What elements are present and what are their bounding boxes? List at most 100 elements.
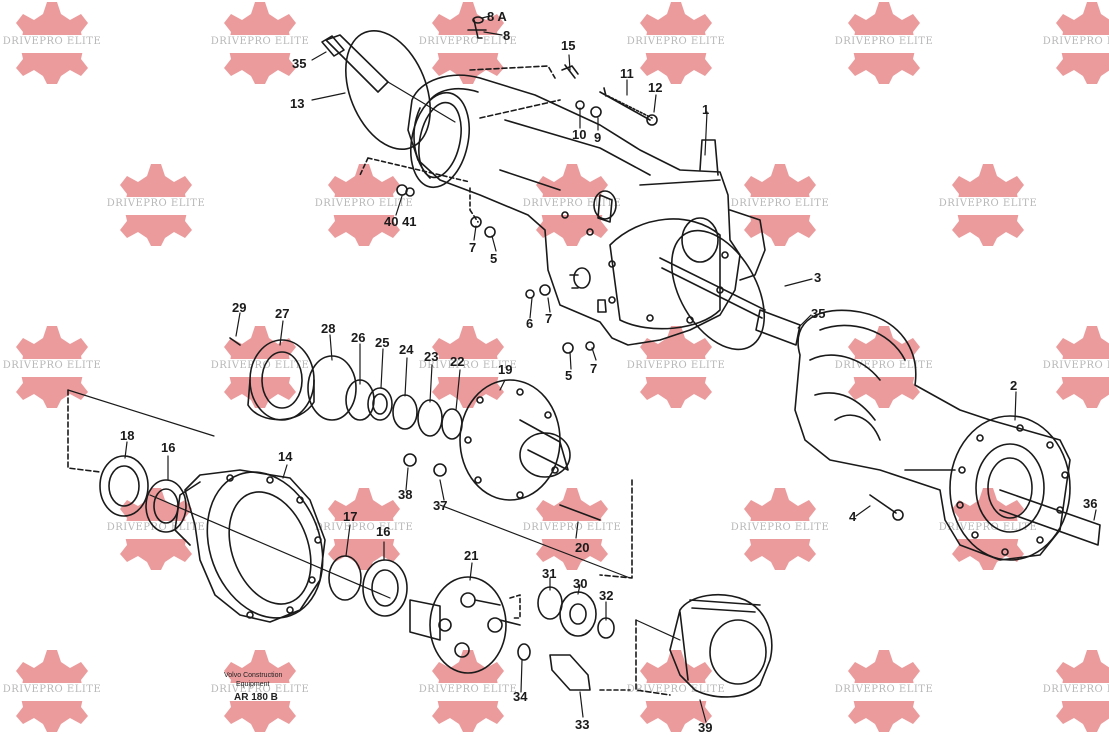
watermark-gear: DRIVEPRO ELITE	[104, 164, 208, 246]
watermark-text: DRIVEPRO ELITE	[939, 198, 1038, 209]
callout-6: 6	[526, 316, 533, 331]
callout-2: 2	[1010, 378, 1017, 393]
callout-21: 21	[464, 548, 478, 563]
planet-carrier	[409, 576, 521, 674]
watermark-gear: DRIVEPRO ELITE	[832, 650, 936, 732]
watermark-gear: DRIVEPRO ELITE	[624, 2, 728, 84]
callout-38: 38	[398, 487, 412, 502]
watermark-text: DRIVEPRO ELITE	[3, 360, 102, 371]
callout-34: 34	[513, 689, 528, 704]
watermark-gear: DRIVEPRO ELITE	[0, 650, 104, 732]
callout-10: 10	[572, 127, 586, 142]
watermark-gear: DRIVEPRO ELITE	[832, 326, 936, 408]
watermark-text: DRIVEPRO ELITE	[107, 198, 206, 209]
watermark-text: DRIVEPRO ELITE	[419, 684, 518, 695]
watermark-text: DRIVEPRO ELITE	[211, 36, 310, 47]
watermark-text: DRIVEPRO ELITE	[835, 36, 934, 47]
gasket-ring	[345, 29, 431, 151]
watermark-gear: DRIVEPRO ELITE	[624, 326, 728, 408]
callout-8a: 8 A	[487, 9, 507, 24]
watermark-gear: DRIVEPRO ELITE	[416, 2, 520, 84]
ring-gear	[599, 594, 773, 698]
leader-lines	[124, 15, 1097, 723]
callout-24: 24	[399, 342, 414, 357]
watermark-gear: DRIVEPRO ELITE	[208, 2, 312, 84]
manufacturer-caption: Volvo Construction Equipment AR 180 B	[224, 672, 282, 703]
callout-23: 23	[424, 349, 438, 364]
left-axle-housing	[67, 389, 391, 623]
watermark-gear: DRIVEPRO ELITE	[936, 488, 1040, 570]
watermark-gear: DRIVEPRO ELITE	[520, 488, 624, 570]
watermark-gear: DRIVEPRO ELITE	[728, 488, 832, 570]
callout-35a: 35	[292, 56, 306, 71]
drive-shaft-upper	[321, 34, 456, 123]
callout-4: 4	[849, 509, 857, 524]
callout-3: 3	[814, 270, 821, 285]
watermark-gear: DRIVEPRO ELITE	[208, 650, 312, 732]
watermark-text: DRIVEPRO ELITE	[1043, 36, 1109, 47]
callout-5a: 5	[490, 251, 497, 266]
callout-8: 8	[503, 28, 510, 43]
callout-7a: 7	[469, 240, 476, 255]
watermark-gear: DRIVEPRO ELITE	[936, 164, 1040, 246]
watermark-gear: DRIVEPRO ELITE	[208, 326, 312, 408]
watermark-text: DRIVEPRO ELITE	[419, 36, 518, 47]
watermark-text: DRIVEPRO ELITE	[731, 198, 830, 209]
callout-35b: 35	[811, 306, 825, 321]
watermark-gear: DRIVEPRO ELITE	[1040, 2, 1109, 84]
callout-14: 14	[278, 449, 293, 464]
watermark-gear: DRIVEPRO ELITE	[0, 2, 104, 84]
watermark-text: DRIVEPRO ELITE	[523, 198, 622, 209]
callout-31: 31	[542, 566, 556, 581]
callout-39: 39	[698, 720, 712, 735]
callout-13: 13	[290, 96, 304, 111]
watermark-gear: DRIVEPRO ELITE	[728, 164, 832, 246]
callout-16a: 16	[161, 440, 175, 455]
watermark-text: DRIVEPRO ELITE	[419, 360, 518, 371]
caption-line1: Volvo Construction	[224, 672, 282, 679]
callout-16b: 16	[376, 524, 390, 539]
right-axle-housing	[794, 309, 1101, 561]
watermark-text: DRIVEPRO ELITE	[731, 522, 830, 533]
watermark-text: DRIVEPRO ELITE	[523, 522, 622, 533]
watermark-gear: DRIVEPRO ELITE	[416, 650, 520, 732]
callout-27: 27	[275, 306, 289, 321]
callout-1: 1	[702, 102, 709, 117]
watermark-text: DRIVEPRO ELITE	[3, 36, 102, 47]
bearing-assembly-row	[229, 337, 463, 440]
callout-20: 20	[575, 540, 589, 555]
bearing-pair	[328, 555, 408, 617]
callout-12: 12	[648, 80, 662, 95]
watermark-text: DRIVEPRO ELITE	[3, 684, 102, 695]
callout-22: 22	[450, 354, 464, 369]
callout-26: 26	[351, 330, 365, 345]
watermark-text: DRIVEPRO ELITE	[107, 522, 206, 533]
flange-hub	[403, 379, 633, 579]
callout-18: 18	[120, 428, 134, 443]
callout-labels: 1 2 3 4 5 5 6 7 7 7 8 8 A 9 10 11 12 13 …	[120, 9, 1097, 735]
watermark-text: DRIVEPRO ELITE	[835, 360, 934, 371]
drive-shaft-right	[659, 229, 801, 351]
callout-32: 32	[599, 588, 613, 603]
watermark-gear: DRIVEPRO ELITE	[1040, 650, 1109, 732]
caption-model: AR 180 B	[234, 692, 278, 703]
callout-37: 37	[433, 498, 447, 513]
callout-25: 25	[375, 335, 389, 350]
watermark-gear: DRIVEPRO ELITE	[624, 650, 728, 732]
callout-17: 17	[343, 509, 357, 524]
watermark-gear: DRIVEPRO ELITE	[0, 326, 104, 408]
watermark-gear: DRIVEPRO ELITE	[1040, 326, 1109, 408]
watermark-gear: DRIVEPRO ELITE	[312, 164, 416, 246]
watermark-text: DRIVEPRO ELITE	[627, 36, 726, 47]
watermark-gear: DRIVEPRO ELITE	[832, 2, 936, 84]
callout-36: 36	[1083, 496, 1097, 511]
watermark-text: DRIVEPRO ELITE	[835, 684, 934, 695]
fasteners-top	[396, 16, 658, 354]
callout-15: 15	[561, 38, 575, 53]
watermark-text: DRIVEPRO ELITE	[315, 198, 414, 209]
watermark-text: DRIVEPRO ELITE	[315, 522, 414, 533]
watermark-text: DRIVEPRO ELITE	[939, 522, 1038, 533]
callout-30: 30	[573, 576, 587, 591]
